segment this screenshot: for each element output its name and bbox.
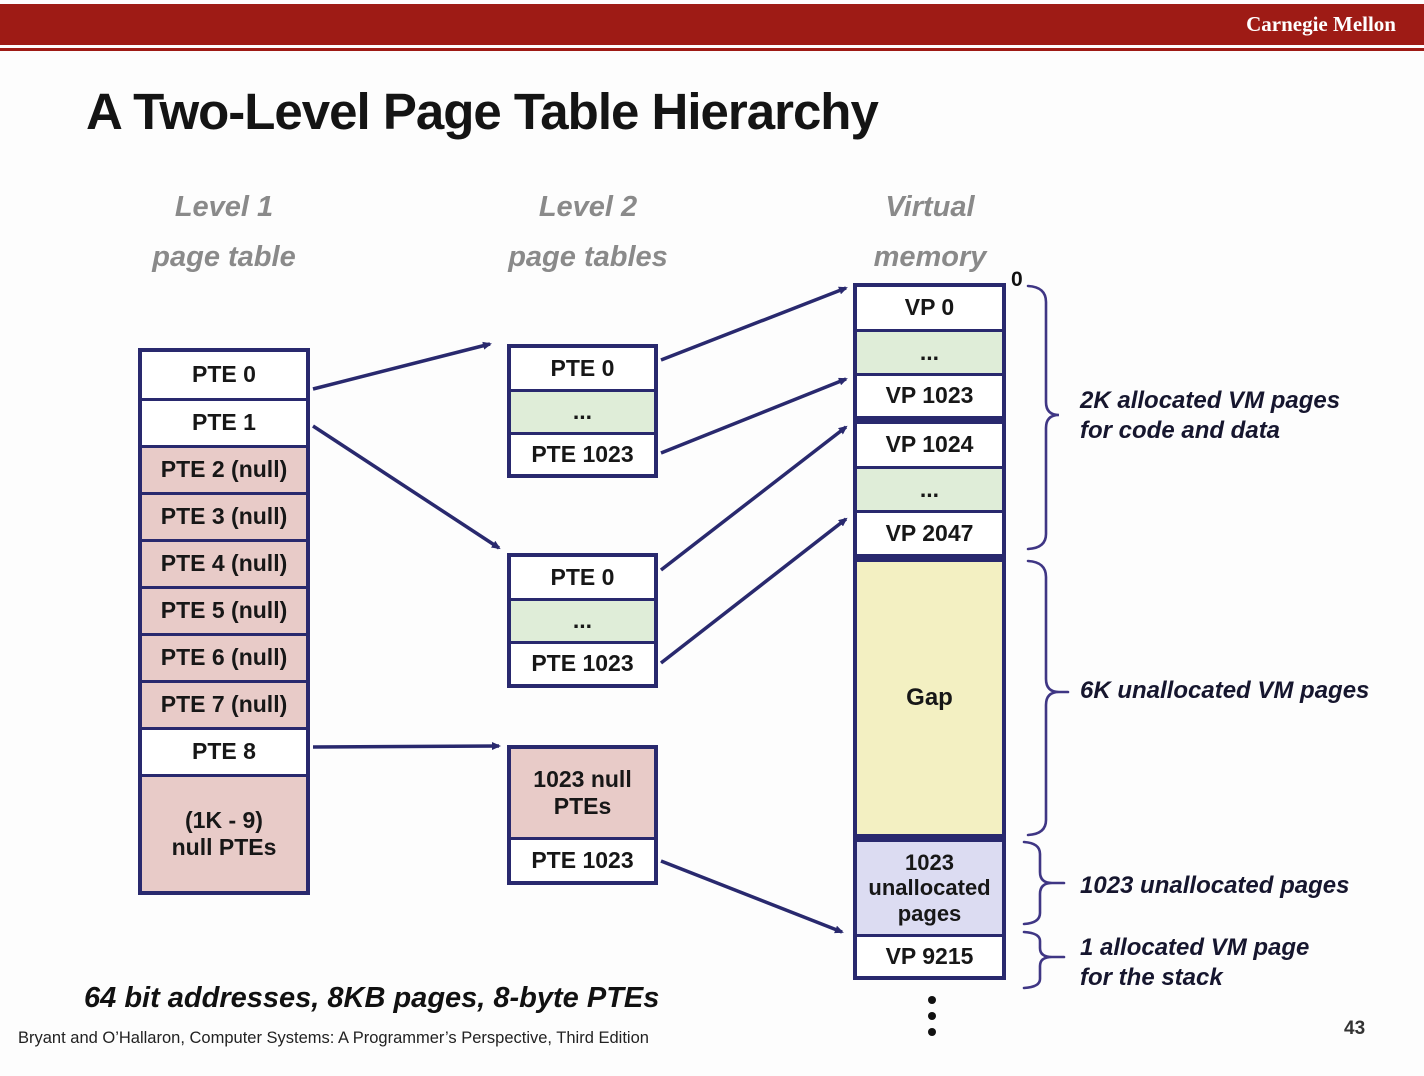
header-bar: [0, 4, 1424, 45]
l1-pte-1: PTE 1: [142, 398, 306, 445]
brace-6k-pages: [1026, 559, 1070, 837]
level2-table-1: PTE 0 ... PTE 1023: [507, 344, 658, 478]
vm-gap: Gap: [857, 562, 1002, 834]
column-header-level1: Level 1 page table: [152, 191, 296, 273]
l2c-null-ptes: 1023 null PTEs: [511, 749, 654, 837]
page-title: A Two-Level Page Table Hierarchy: [86, 83, 879, 140]
vm-vp-1024: VP 1024: [885, 431, 974, 458]
arrow-table1-to-vp1023: [660, 377, 848, 455]
level2-table-3: 1023 null PTEs PTE 1023: [507, 745, 658, 885]
vm-unallocated-pages: 1023 unallocated pages: [857, 842, 1002, 934]
arrow-pte8-to-table3: [312, 742, 501, 751]
annotation-2k-allocated: 2K allocated VM pages for code and data: [1080, 387, 1341, 444]
arrow-pte0-to-table1: [312, 341, 492, 391]
arrow-pte1-to-table2: [312, 424, 501, 550]
l2b-pte-0: PTE 0: [550, 563, 615, 590]
l1-pte-7: PTE 7 (null): [142, 680, 306, 727]
l1-pte-4: PTE 4 (null): [142, 539, 306, 586]
l2b-ellipsis: ...: [511, 598, 654, 641]
slide-note: 64 bit addresses, 8KB pages, 8-byte PTEs: [84, 982, 660, 1014]
annotation-1023-unallocated: 1023 unallocated pages: [1080, 872, 1350, 899]
vm-box-code-data-1: VP 0 ... VP 1023: [853, 283, 1006, 420]
annotation-1-allocated-stack: 1 allocated VM page for the stack: [1080, 934, 1310, 991]
brand-logo-text: Carnegie Mellon: [1246, 12, 1396, 36]
brace-1023-pages: [1022, 840, 1066, 926]
brace-2k-pages: [1026, 284, 1060, 551]
header-rule: [0, 48, 1424, 51]
l2b-pte-1023: PTE 1023: [511, 641, 654, 684]
brace-1-stack-page: [1022, 930, 1066, 990]
arrow-table1-to-vp0: [660, 286, 848, 362]
vm-vp-9215: VP 9215: [857, 934, 1002, 976]
arrow-table3-to-vp9215: [660, 859, 844, 934]
page-number: 43: [1344, 1018, 1366, 1039]
l2c-pte-1023: PTE 1023: [511, 837, 654, 881]
arrow-table2-to-vp1024: [659, 425, 848, 572]
l2a-ellipsis: ...: [511, 389, 654, 432]
vm-box-stack: 1023 unallocated pages VP 9215: [853, 838, 1006, 980]
arrow-table2-to-vp2047: [659, 517, 848, 665]
column-header-virtual-memory: Virtual memory: [873, 191, 987, 273]
vm-vp-1023: VP 1023: [857, 373, 1002, 416]
level2-table-2: PTE 0 ... PTE 1023: [507, 553, 658, 688]
column-header-level2: Level 2 page tables: [508, 191, 668, 273]
vm-vp-0: VP 0: [904, 294, 955, 321]
l1-pte-0: PTE 0: [192, 361, 256, 388]
vm-ellipsis-2: ...: [857, 466, 1002, 510]
l2a-pte-1023: PTE 1023: [511, 432, 654, 474]
l2a-pte-0: PTE 0: [550, 354, 615, 381]
l1-pte-2: PTE 2 (null): [142, 445, 306, 492]
l1-pte-6: PTE 6 (null): [142, 633, 306, 680]
vm-box-gap: Gap: [853, 558, 1006, 838]
vm-address-zero-label: 0: [1011, 268, 1023, 291]
attribution-footer: Bryant and O’Hallaron, Computer Systems:…: [18, 1029, 649, 1047]
vertical-ellipsis-icon: [928, 996, 936, 1036]
annotation-6k-unallocated: 6K unallocated VM pages: [1080, 677, 1370, 704]
vm-vp-2047: VP 2047: [857, 510, 1002, 554]
vm-ellipsis-1: ...: [857, 329, 1002, 373]
l1-pte-3: PTE 3 (null): [142, 492, 306, 539]
l1-null-ptes: (1K - 9) null PTEs: [142, 774, 306, 891]
l1-pte-5: PTE 5 (null): [142, 586, 306, 633]
vm-box-code-data-2: VP 1024 ... VP 2047: [853, 420, 1006, 558]
level1-page-table: PTE 0 PTE 1 PTE 2 (null) PTE 3 (null) PT…: [138, 348, 310, 895]
l1-pte-8: PTE 8: [142, 727, 306, 774]
